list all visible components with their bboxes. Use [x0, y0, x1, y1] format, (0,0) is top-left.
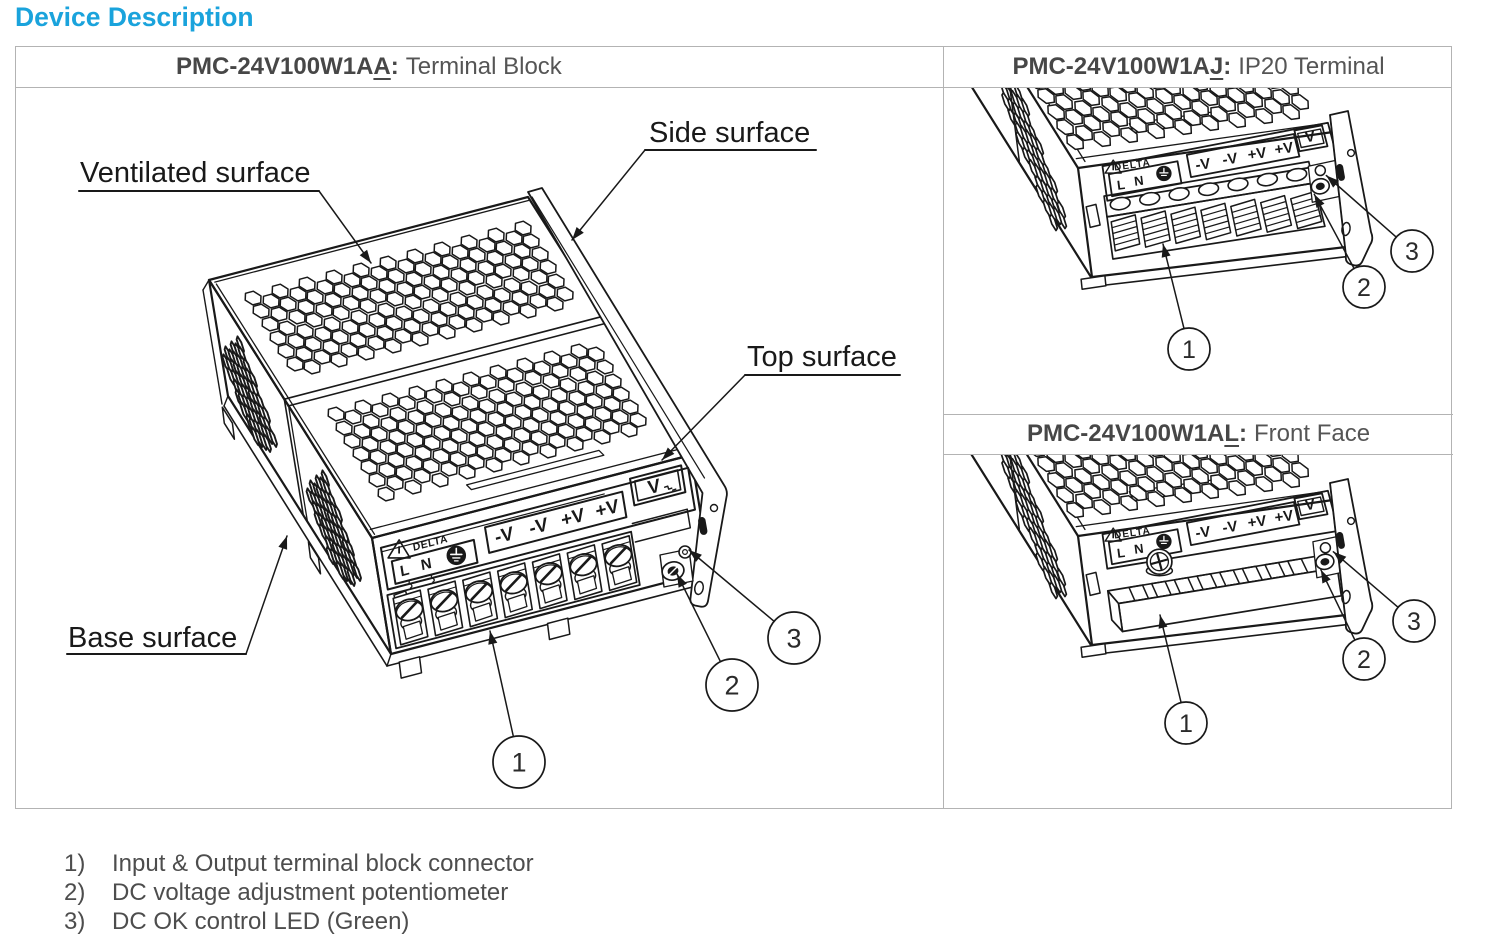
callout-number: 2 — [724, 671, 739, 701]
terminal-label-pos1: +V — [1247, 144, 1268, 163]
surface-callout-top: Top surface — [744, 341, 901, 376]
model-colon: : — [1223, 53, 1232, 80]
terminal-label-line: L — [1116, 545, 1126, 561]
surface-callout-ventilated: Ventilated surface — [78, 157, 320, 192]
terminal-label-pos2: +V — [1274, 507, 1295, 526]
terminal-label-pos1: +V — [560, 505, 587, 532]
terminal-label-brand: DELTA — [1114, 158, 1152, 174]
model-code-suffix: J — [1209, 53, 1224, 80]
table-divider-right-row — [943, 414, 1453, 415]
callout-3: 3 — [1325, 174, 1434, 273]
callout-3: 3 — [688, 549, 821, 665]
callout-number: 1 — [1182, 336, 1196, 364]
table-divider-vertical — [943, 47, 944, 808]
callout-2: 2 — [1320, 569, 1386, 681]
terminal-label-neutral: N — [420, 555, 433, 575]
legend-text: Input & Output terminal block connector — [112, 850, 534, 877]
terminal-label-neg2: -V — [1222, 518, 1239, 537]
surface-label-side: Side surface — [649, 117, 810, 149]
terminal-label-neg2: -V — [528, 514, 550, 540]
callout-number: 3 — [1407, 608, 1421, 636]
panel-variant-label: Front Face — [1254, 420, 1371, 447]
terminal-label-neg1: -V — [1194, 155, 1211, 174]
callout-2: 2 — [676, 573, 759, 712]
page-title: Device Description — [15, 2, 254, 32]
panel-variant-label: Terminal Block — [405, 53, 562, 80]
legend-item-2: 2) DC voltage adjustment potentiometer — [64, 878, 534, 907]
terminal-label-vadj: V — [646, 475, 662, 499]
terminal-label-brand: DELTA — [1114, 526, 1152, 542]
panel-variant-label: IP20 Terminal — [1238, 53, 1385, 80]
terminal-label-vadj: V — [1304, 128, 1316, 146]
callout-1: 1 — [1158, 614, 1208, 745]
terminal-label-line: L — [399, 561, 411, 580]
legend-text: DC voltage adjustment potentiometer — [112, 879, 509, 906]
terminal-label-neutral: N — [1133, 541, 1144, 557]
callout-number: 2 — [1357, 646, 1371, 674]
legend: 1) Input & Output terminal block connecto… — [64, 849, 534, 936]
terminal-label-neutral: N — [1133, 173, 1144, 189]
surface-callout-side: Side surface — [644, 117, 817, 151]
legend-number: 3) — [64, 908, 86, 935]
surface-label-base: Base surface — [68, 622, 237, 654]
legend-item-1: 1) Input & Output terminal block connecto… — [64, 849, 534, 878]
drawing-ip20-terminal: DELTA L N -V -V +V +V V 1 2 3 — [971, 88, 1434, 371]
table-divider-right-header — [943, 454, 1453, 455]
terminal-label-line: L — [1116, 177, 1126, 193]
terminal-label-neg1: -V — [493, 523, 515, 549]
callout-number: 1 — [511, 748, 526, 778]
model-code-suffix: L — [1224, 420, 1240, 447]
model-code: PMC-24V100W1A — [1012, 53, 1210, 80]
drawing-front-face: DELTA L N -V -V +V +V V 1 2 3 — [970, 455, 1436, 745]
model-colon: : — [1239, 420, 1248, 447]
table-divider-header — [16, 87, 1451, 88]
callout-number: 1 — [1179, 710, 1193, 738]
model-code: PMC-24V100W1A — [176, 53, 374, 80]
callout-number: 3 — [1405, 238, 1419, 266]
drawing-terminal-block: DELTA L N -V -V +V +V V Ventilated surfa… — [66, 117, 901, 789]
terminal-label-neg1: -V — [1194, 523, 1211, 542]
terminal-label-pos1: +V — [1247, 512, 1268, 531]
legend-number: 1) — [64, 850, 86, 877]
legend-text: DC OK control LED (Green) — [112, 908, 410, 935]
terminal-label-pos2: +V — [594, 496, 621, 523]
callout-number: 3 — [786, 624, 801, 654]
model-code-suffix: A — [373, 53, 391, 80]
surface-callout-base: Base surface — [66, 622, 247, 655]
legend-item-3: 3) DC OK control LED (Green) — [64, 907, 534, 936]
terminal-label-vadj: V — [1304, 496, 1316, 514]
model-colon: : — [390, 53, 399, 80]
callout-number: 2 — [1357, 274, 1371, 302]
callout-2: 2 — [1313, 193, 1386, 309]
model-code: PMC-24V100W1A — [1026, 420, 1225, 447]
callout-3: 3 — [1332, 551, 1436, 643]
surface-label-ventilated: Ventilated surface — [80, 157, 311, 189]
callout-1: 1 — [1161, 243, 1211, 371]
terminal-label-neg2: -V — [1222, 150, 1239, 169]
terminal-label-pos2: +V — [1274, 139, 1295, 158]
surface-label-top: Top surface — [747, 341, 897, 373]
legend-number: 2) — [64, 879, 86, 906]
callout-1: 1 — [488, 630, 546, 789]
